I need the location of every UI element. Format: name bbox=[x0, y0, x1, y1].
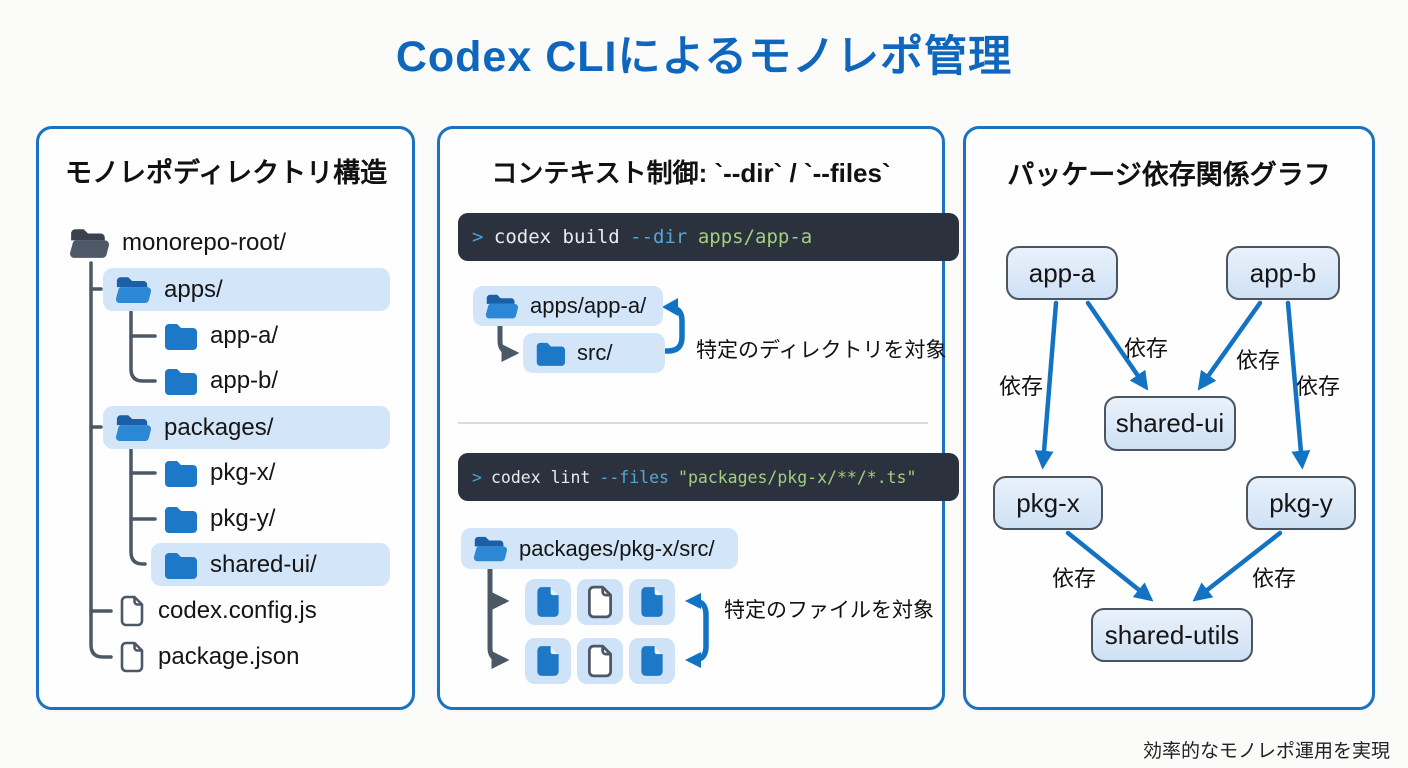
graph-node-pkg-y: pkg-y bbox=[1246, 476, 1356, 530]
file-blue-icon bbox=[537, 587, 559, 617]
terminal-command-text: codex build bbox=[493, 226, 620, 248]
graph-node-pkg-x: pkg-x bbox=[993, 476, 1103, 530]
terminal-prompt: > bbox=[472, 226, 484, 248]
edge-label-app-b-shared-ui: 依存 bbox=[1236, 348, 1281, 373]
tree-item-packages: packages/ bbox=[103, 406, 390, 449]
dir-pill-src: src/ bbox=[523, 333, 665, 373]
footer-note: 効率的なモノレポ運用を実現 bbox=[1142, 741, 1390, 762]
tree-item-package-json: package.json bbox=[119, 640, 299, 674]
tree-item-pkg-y: pkg-y/ bbox=[163, 502, 275, 536]
terminal-command-text: codex lint bbox=[491, 467, 591, 487]
graph-node-shared-ui: shared-ui bbox=[1104, 396, 1236, 451]
edge-label-pkg-x-shared-utils: 依存 bbox=[1052, 566, 1097, 591]
graph-panel-heading: パッケージ依存関係グラフ bbox=[1007, 160, 1331, 190]
files-pill-pkg-x-src: packages/pkg-x/src/ bbox=[461, 528, 738, 569]
graph-node-app-a: app-a bbox=[1006, 246, 1118, 300]
context-panel-heading: コンテキスト制御: `--dir` / `--files` bbox=[491, 158, 891, 188]
dir-pill-label: apps/app-a/ bbox=[530, 293, 647, 318]
dir-target-caption: 特定のディレクトリを対象 bbox=[696, 339, 947, 362]
files-target-caption: 特定のファイルを対象 bbox=[724, 599, 934, 622]
tree-item-apps: apps/ bbox=[103, 268, 390, 311]
panel-context-control: コンテキスト制御: `--dir` / `--files` > codex bui… bbox=[437, 126, 959, 710]
file-icon bbox=[587, 644, 613, 678]
tree-item-label: app-a/ bbox=[210, 322, 279, 349]
file-chip bbox=[525, 638, 571, 684]
tree-item-label: codex.config.js bbox=[158, 597, 317, 624]
folder-icon bbox=[165, 461, 197, 487]
file-chip bbox=[629, 579, 675, 625]
edge-label-app-a-shared-ui: 依存 bbox=[1124, 336, 1169, 361]
folder-open-dark-icon bbox=[70, 228, 109, 258]
terminal-command-dir: > codex build --dir apps/app-a bbox=[458, 213, 959, 261]
folder-icon bbox=[165, 552, 197, 579]
tree-item-codex-config: codex.config.js bbox=[119, 594, 317, 628]
tree-item-label: package.json bbox=[158, 643, 300, 670]
folder-icon bbox=[165, 324, 197, 350]
tree-item-label: pkg-y/ bbox=[210, 505, 276, 532]
tree-item-app-b: app-b/ bbox=[163, 364, 278, 398]
file-icon bbox=[120, 641, 144, 673]
terminal-argument: "packages/pkg-x/**/*.ts" bbox=[678, 467, 917, 487]
file-chip bbox=[577, 579, 623, 625]
folder-icon bbox=[165, 369, 197, 395]
tree-item-app-a: app-a/ bbox=[163, 319, 278, 353]
panel-directory-structure: モノレポディレクトリ構造 monorepo-root/ apps/ bbox=[36, 126, 415, 710]
directory-panel-heading: モノレポディレクトリ構造 bbox=[65, 158, 388, 188]
folder-icon bbox=[165, 507, 197, 533]
tree-item-label: monorepo-root/ bbox=[122, 229, 287, 256]
file-blue-icon bbox=[641, 646, 663, 676]
terminal-argument: apps/app-a bbox=[697, 226, 813, 248]
files-pill-label: packages/pkg-x/src/ bbox=[519, 535, 715, 561]
folder-open-icon bbox=[115, 414, 151, 441]
terminal-prompt: > bbox=[472, 467, 482, 487]
tree-item-label: pkg-x/ bbox=[210, 459, 276, 486]
file-chip bbox=[577, 638, 623, 684]
dir-pill-label: src/ bbox=[577, 340, 613, 365]
panel-dependency-graph: パッケージ依存関係グラフ app-a app-b shared-ui pkg-x… bbox=[963, 126, 1375, 710]
file-icon bbox=[587, 585, 613, 619]
tree-item-label: apps/ bbox=[164, 275, 223, 303]
tree-item-label: app-b/ bbox=[210, 367, 279, 394]
file-chip bbox=[525, 579, 571, 625]
folder-open-icon bbox=[485, 294, 518, 318]
edge-label-app-b-pkg-y: 依存 bbox=[1296, 374, 1341, 399]
dir-pill-apps-app-a: apps/app-a/ bbox=[473, 286, 663, 326]
file-blue-icon bbox=[537, 646, 559, 676]
folder-open-icon bbox=[115, 276, 151, 303]
tree-item-label: shared-ui/ bbox=[210, 550, 317, 578]
file-chip bbox=[629, 638, 675, 684]
terminal-flag: --files bbox=[599, 467, 669, 487]
edge-label-pkg-y-shared-utils: 依存 bbox=[1252, 566, 1297, 591]
page-title: Codex CLIによるモノレポ管理 bbox=[395, 33, 1013, 81]
folder-open-icon bbox=[473, 536, 507, 561]
graph-node-app-b: app-b bbox=[1226, 246, 1340, 300]
tree-item-monorepo-root: monorepo-root/ bbox=[69, 226, 286, 260]
file-icon bbox=[120, 595, 144, 627]
tree-item-pkg-x: pkg-x/ bbox=[163, 456, 275, 490]
edge-label-app-a-pkg-x: 依存 bbox=[999, 374, 1044, 399]
tree-item-label: packages/ bbox=[164, 413, 274, 441]
terminal-command-files: > codex lint --files "packages/pkg-x/**/*.t… bbox=[458, 453, 959, 501]
terminal-flag: --dir bbox=[630, 226, 688, 248]
tree-item-shared-ui: shared-ui/ bbox=[151, 543, 390, 586]
file-blue-icon bbox=[641, 587, 663, 617]
graph-node-shared-utils: shared-utils bbox=[1091, 608, 1253, 662]
folder-icon bbox=[536, 342, 565, 366]
